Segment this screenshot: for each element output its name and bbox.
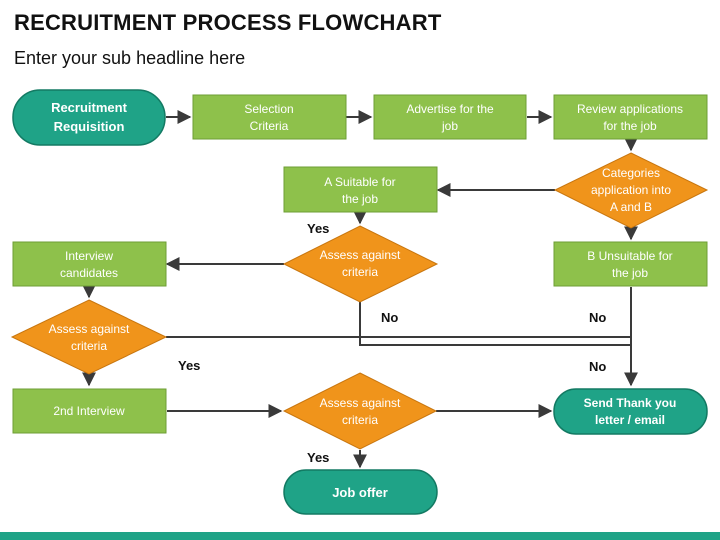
node-label: for the job xyxy=(603,119,657,133)
node-label: criteria xyxy=(342,265,378,279)
edge-label-yes: Yes xyxy=(307,450,329,465)
node-assess-criteria-2: Assess against criteria xyxy=(10,299,168,375)
node-label: Send Thank you xyxy=(584,396,677,410)
node-label: Advertise for the xyxy=(406,102,494,116)
node-label: application into xyxy=(591,183,671,197)
node-label: A Suitable for xyxy=(324,175,395,189)
page-title: RECRUITMENT PROCESS FLOWCHART xyxy=(14,10,442,35)
edge-label-no: No xyxy=(589,310,606,325)
footer-accent-bar xyxy=(0,532,720,540)
node-label: Criteria xyxy=(250,119,289,133)
node-label: A and B xyxy=(610,200,652,214)
node-recruitment-requisition: Recruitment Requisition xyxy=(12,89,166,146)
node-label: Assess against xyxy=(320,248,401,262)
edge-label-no: No xyxy=(381,310,398,325)
node-selection-criteria: Selection Criteria xyxy=(192,94,347,140)
node-second-interview: 2nd Interview xyxy=(12,388,167,434)
node-label: Assess against xyxy=(49,322,130,336)
node-send-thank-you: Send Thank you letter / email xyxy=(553,388,708,435)
edge-labels: Yes No No Yes No Yes xyxy=(178,221,606,465)
node-label: Review applications xyxy=(577,102,683,116)
node-unsuitable-for-job: B Unsuitable for the job xyxy=(553,241,708,287)
node-interview-candidates: Interview candidates xyxy=(12,241,167,287)
node-label: letter / email xyxy=(595,413,665,427)
node-label: criteria xyxy=(71,339,107,353)
connector-assess1-no xyxy=(359,302,631,346)
edge-label-no: No xyxy=(589,359,606,374)
node-label: the job xyxy=(612,266,648,280)
node-assess-criteria-1: Assess against criteria xyxy=(282,225,439,303)
connectors xyxy=(82,110,638,469)
node-label: candidates xyxy=(60,266,118,280)
node-label: Job offer xyxy=(332,485,388,500)
node-advertise-job: Advertise for the job xyxy=(373,94,527,140)
node-label: Requisition xyxy=(54,119,125,134)
node-assess-criteria-3: Assess against criteria xyxy=(282,372,438,450)
page-subtitle: Enter your sub headline here xyxy=(14,48,246,68)
node-label: Categories xyxy=(602,166,660,180)
node-label: B Unsuitable for xyxy=(587,249,672,263)
node-label: criteria xyxy=(342,413,378,427)
node-label: Selection xyxy=(244,102,293,116)
node-job-offer: Job offer xyxy=(283,469,438,515)
node-label: Interview xyxy=(65,249,113,263)
node-label: Recruitment xyxy=(51,100,128,115)
edge-label-yes: Yes xyxy=(307,221,329,236)
node-label: the job xyxy=(342,192,378,206)
node-label: Assess against xyxy=(320,396,401,410)
node-label: 2nd Interview xyxy=(53,404,125,418)
node-label: job xyxy=(441,119,458,133)
node-suitable-for-job: A Suitable for the job xyxy=(283,166,438,213)
node-review-applications: Review applications for the job xyxy=(553,94,708,140)
node-categories-decision: Categories application into A and B xyxy=(553,152,709,229)
edge-label-yes: Yes xyxy=(178,358,200,373)
